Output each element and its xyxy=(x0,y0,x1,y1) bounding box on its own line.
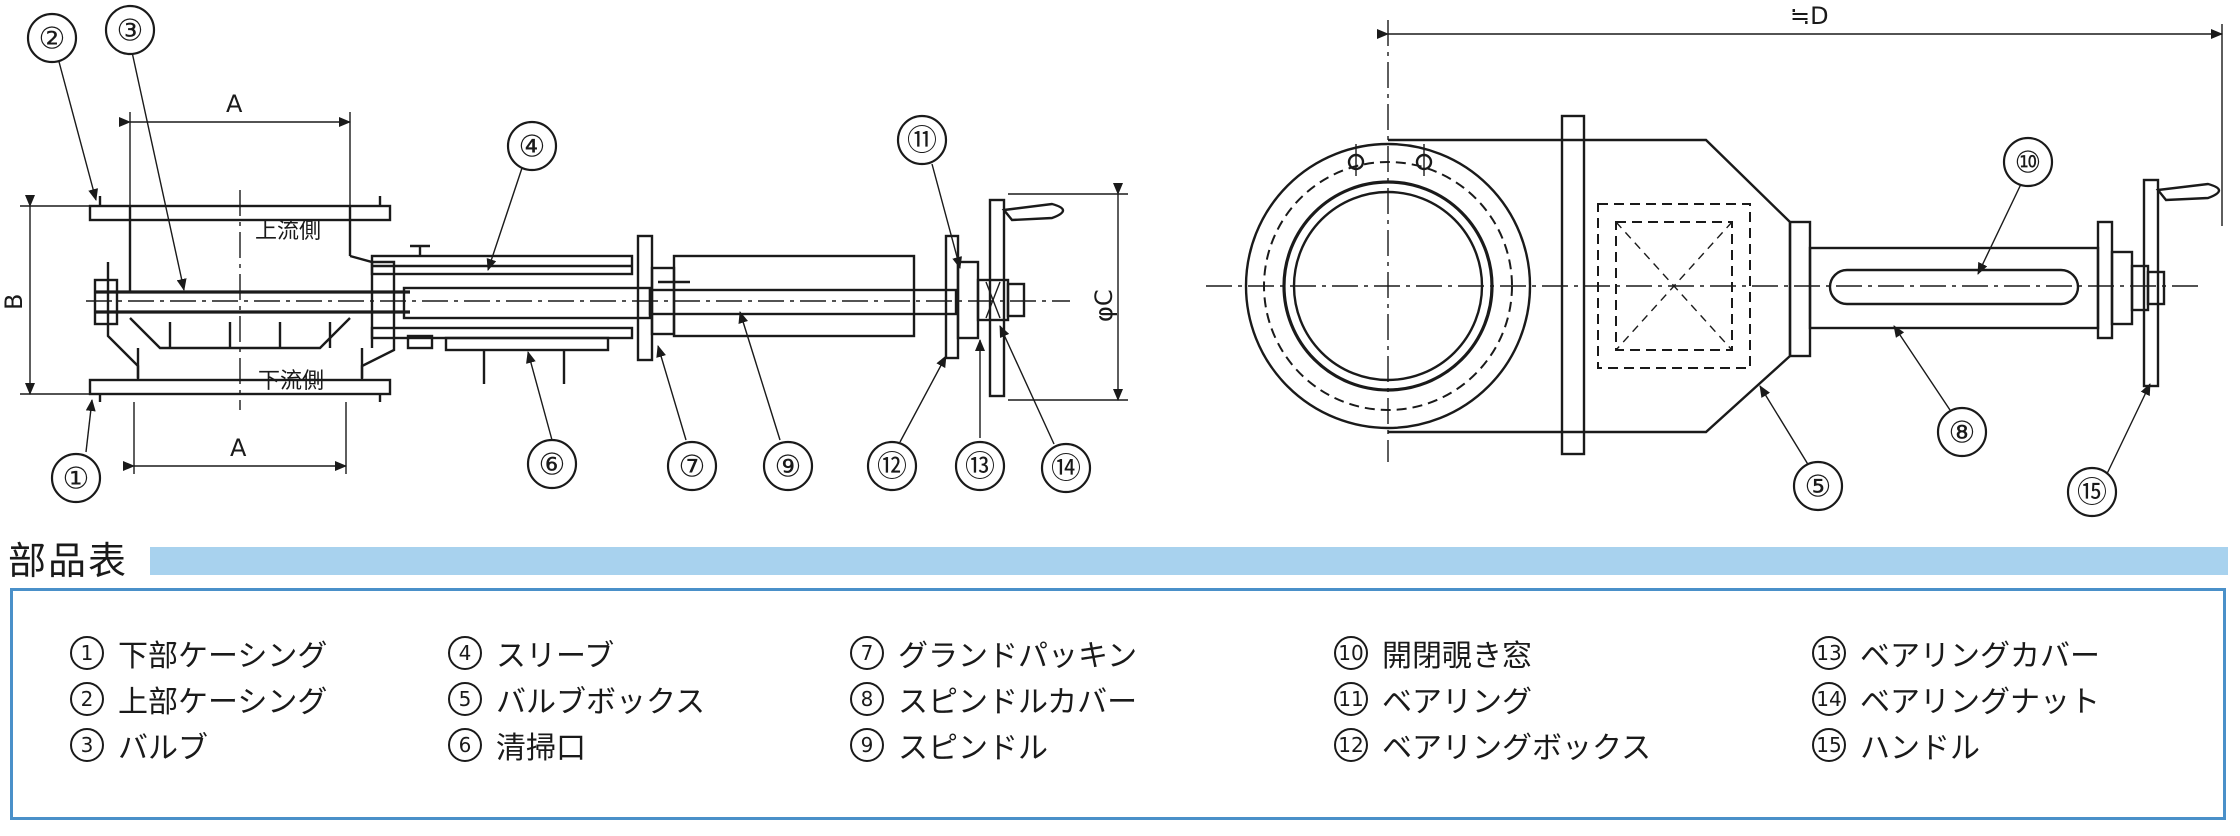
part-name: ハンドル xyxy=(1860,731,1980,766)
dim-c-label: φC xyxy=(1090,289,1118,322)
balloon-5: ⑤ xyxy=(1792,460,1844,512)
dim-a-top-label: A xyxy=(226,90,243,118)
parts-table-box xyxy=(10,588,2226,820)
svg-text:⑥: ⑥ xyxy=(539,448,566,483)
title-bar xyxy=(150,547,2228,575)
part-name: バルブボックス xyxy=(496,685,706,720)
dimensions-left: A A B φC xyxy=(0,90,1128,474)
parts-column-4: 10 開閉覗き窓 11 ベアリング 12 ベアリングボックス xyxy=(1334,630,1651,768)
svg-text:⑤: ⑤ xyxy=(1805,470,1832,505)
part-item: 6 清掃口 xyxy=(448,722,705,768)
dimension-d: ≒D xyxy=(1377,2,2223,226)
parts-column-5: 13 ベアリングカバー 14 ベアリングナット 15 ハンドル xyxy=(1812,630,2100,768)
parts-column-1: 1 下部ケーシング 2 上部ケーシング 3 バルブ xyxy=(70,630,327,768)
part-item: 1 下部ケーシング xyxy=(70,630,327,676)
svg-text:⑦: ⑦ xyxy=(679,450,706,485)
svg-text:⑨: ⑨ xyxy=(775,450,802,485)
part-name: ベアリングボックス xyxy=(1382,731,1652,766)
balloon-3: ③ xyxy=(104,4,156,56)
svg-text:⑭: ⑭ xyxy=(1051,452,1081,487)
balloon-1: ① xyxy=(50,452,102,504)
part-item: 10 開閉覗き窓 xyxy=(1334,630,1651,676)
svg-text:⑮: ⑮ xyxy=(2077,476,2107,511)
part-name: 開閉覗き窓 xyxy=(1382,639,1532,674)
part-name: スピンドルカバー xyxy=(898,685,1138,720)
dim-a-bottom-label: A xyxy=(230,434,247,462)
leader-lines xyxy=(57,51,2151,485)
svg-text:⑫: ⑫ xyxy=(877,450,907,485)
part-item: 12 ベアリングボックス xyxy=(1334,722,1651,768)
part-name: グランドパッキン xyxy=(898,639,1138,674)
svg-text:⑪: ⑪ xyxy=(907,124,937,159)
svg-text:③: ③ xyxy=(117,14,144,49)
part-item: 11 ベアリング xyxy=(1334,676,1651,722)
part-name: 清掃口 xyxy=(496,731,586,766)
part-item: 8 スピンドルカバー xyxy=(850,676,1137,722)
part-item: 5 バルブボックス xyxy=(448,676,705,722)
part-number: 1 xyxy=(70,636,104,670)
balloon-4: ④ xyxy=(506,120,558,172)
part-item: 15 ハンドル xyxy=(1812,722,2100,768)
part-item: 9 スピンドル xyxy=(850,722,1137,768)
balloon-13: ⑬ xyxy=(954,440,1006,492)
part-number: 8 xyxy=(850,682,884,716)
part-number: 10 xyxy=(1334,636,1368,670)
balloon-15: ⑮ xyxy=(2066,466,2118,518)
part-number: 13 xyxy=(1812,636,1846,670)
svg-text:⑬: ⑬ xyxy=(965,450,995,485)
part-number: 2 xyxy=(70,682,104,716)
balloon-7: ⑦ xyxy=(666,440,718,492)
part-name: ベアリング xyxy=(1382,685,1532,720)
parts-table-title: 部品表 xyxy=(8,539,129,583)
part-number: 7 xyxy=(850,636,884,670)
part-number: 12 xyxy=(1334,728,1368,762)
part-item: 4 スリーブ xyxy=(448,630,705,676)
part-number: 4 xyxy=(448,636,482,670)
balloon-9: ⑨ xyxy=(762,440,814,492)
part-name: スピンドル xyxy=(898,731,1048,766)
front-view xyxy=(1206,20,2221,462)
balloon-8: ⑧ xyxy=(1936,406,1988,458)
balloon-14: ⑭ xyxy=(1040,442,1092,494)
parts-column-3: 7 グランドパッキン 8 スピンドルカバー 9 スピンドル xyxy=(850,630,1137,768)
dim-b-label: B xyxy=(0,294,28,310)
downstream-side-label: 下流側 xyxy=(258,369,324,394)
part-name: スリーブ xyxy=(496,639,615,674)
side-section-view: 上流側 下流側 xyxy=(86,190,1070,410)
part-name: バルブ xyxy=(118,731,208,766)
part-item: 7 グランドパッキン xyxy=(850,630,1137,676)
svg-text:②: ② xyxy=(39,22,66,57)
part-number: 15 xyxy=(1812,728,1846,762)
part-item: 14 ベアリングナット xyxy=(1812,676,2100,722)
part-name: 上部ケーシング xyxy=(118,685,328,720)
part-name: 下部ケーシング xyxy=(118,639,328,674)
svg-text:④: ④ xyxy=(519,130,546,165)
valve-drawing: 上流側 下流側 xyxy=(0,2,2223,518)
balloon-12: ⑫ xyxy=(866,440,918,492)
balloon-2: ② xyxy=(26,12,78,64)
upstream-side-label: 上流側 xyxy=(255,219,321,244)
parts-column-2: 4 スリーブ 5 バルブボックス 6 清掃口 xyxy=(448,630,705,768)
part-number: 5 xyxy=(448,682,482,716)
part-item: 3 バルブ xyxy=(70,722,327,768)
svg-text:⑩: ⑩ xyxy=(2015,146,2042,181)
balloon-11: ⑪ xyxy=(896,114,948,166)
dim-d-label: ≒D xyxy=(1790,2,1829,30)
part-number: 9 xyxy=(850,728,884,762)
svg-text:①: ① xyxy=(63,462,90,497)
part-item: 2 上部ケーシング xyxy=(70,676,327,722)
svg-text:⑧: ⑧ xyxy=(1949,416,1976,451)
part-number: 14 xyxy=(1812,682,1846,716)
part-number: 11 xyxy=(1334,682,1368,716)
part-name: ベアリングナット xyxy=(1860,685,2100,720)
part-item: 13 ベアリングカバー xyxy=(1812,630,2100,676)
part-number: 6 xyxy=(448,728,482,762)
part-name: ベアリングカバー xyxy=(1860,639,2100,674)
balloon-10: ⑩ xyxy=(2002,136,2054,188)
part-number: 3 xyxy=(70,728,104,762)
balloon-6: ⑥ xyxy=(526,438,578,490)
